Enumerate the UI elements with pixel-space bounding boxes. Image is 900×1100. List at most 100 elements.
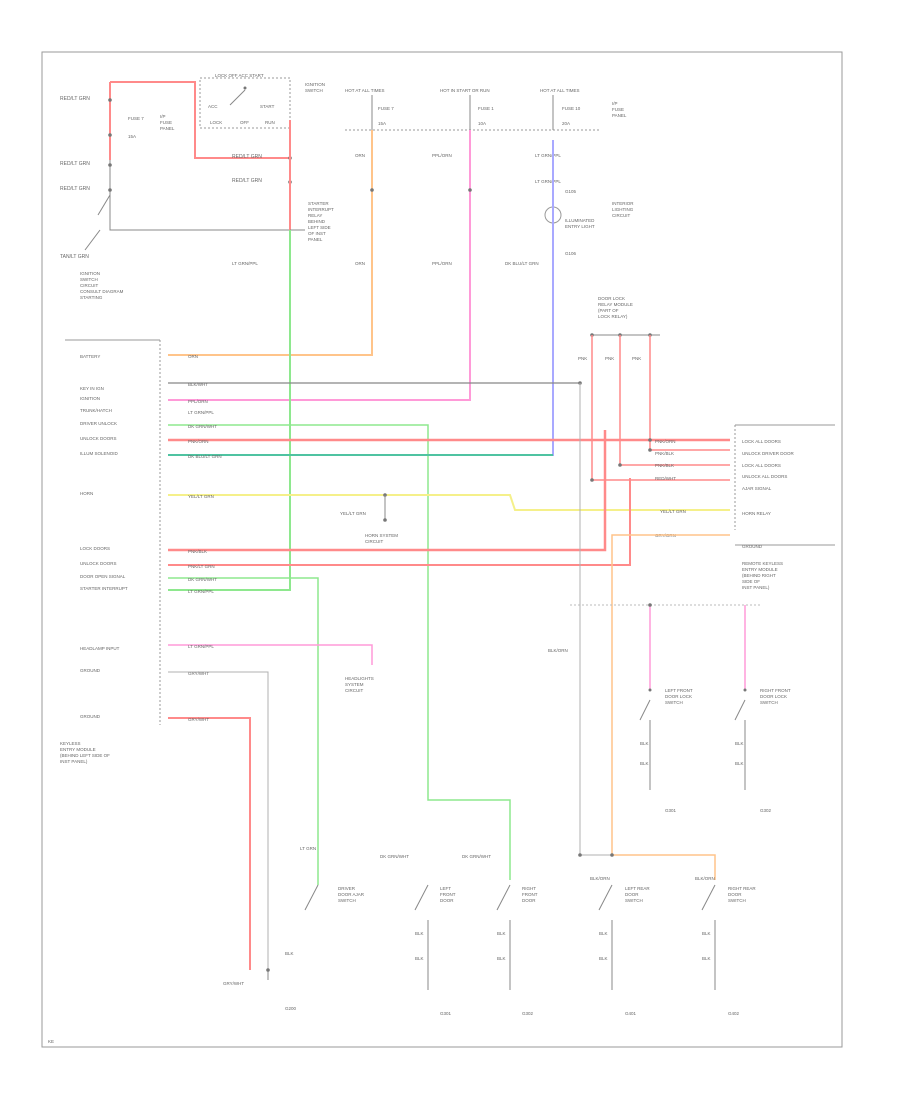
- ign-switch-text: START: [260, 104, 275, 109]
- wire-label: DK GRN/WHT: [188, 577, 217, 582]
- wire-label: BLK: [640, 761, 649, 766]
- diagram-frame: [41, 51, 843, 1048]
- pin-label: LOCK DOORS: [80, 546, 110, 551]
- note-text: REMOTE KEYLESS: [742, 561, 783, 566]
- wire-label: BLK: [735, 741, 744, 746]
- wire-label: LT GRN/PPL: [188, 589, 214, 594]
- wire-label: PPL/ORN: [432, 261, 452, 266]
- module-wire-labels: ORN BLK/WHT PPL/ORN LT GRN/PPL DK GRN/WH…: [188, 354, 222, 722]
- wire-label: GRY/WHT: [188, 671, 209, 676]
- note-text: RELAY: [308, 213, 322, 218]
- wire-label: PNK: [632, 356, 641, 361]
- switch-label: FRONT: [440, 892, 456, 897]
- wire-label: BLK: [640, 741, 649, 746]
- wire-label: G106: [565, 251, 577, 256]
- fuse-box-label: HOT AT ALL TIMES: [345, 88, 385, 93]
- note-text: I/P: [160, 114, 166, 119]
- note-text: ENTRY LIGHT: [565, 224, 595, 229]
- wire-label: PNK/BLK: [655, 451, 674, 456]
- wire-label: BLK: [599, 956, 608, 961]
- pin-label: UNLOCK DOORS: [80, 436, 117, 441]
- module-text: (BEHIND LEFT SIDE OF: [60, 753, 110, 758]
- note-text: SIDE OF: [742, 579, 760, 584]
- fuse-box-label: HOT AT ALL TIMES: [540, 88, 580, 93]
- wire-label: RED/LT GRN: [60, 96, 90, 102]
- wire-label: PNK/BLK: [655, 463, 674, 468]
- wire-label: BLK: [702, 956, 711, 961]
- right-switches: LEFT FRONT DOOR LOCK SWITCH RIGHT FRONT …: [570, 603, 791, 813]
- note-text: INST PANEL): [742, 585, 770, 590]
- note-text: PANEL: [160, 126, 175, 131]
- wire-red-lock: [168, 430, 607, 552]
- note-text: LIGHTING: [612, 207, 634, 212]
- switch-label: FRONT: [522, 892, 538, 897]
- bottom-switches: DRIVER DOOR AJAR SWITCH LEFT FRONT DOOR …: [223, 846, 756, 1016]
- wire-label: DK GRN/WHT: [380, 854, 409, 859]
- note-text: G302: [522, 1011, 534, 1016]
- switch-label: DOOR LOCK: [665, 694, 692, 699]
- wire-label: RED/LT GRN: [232, 178, 262, 184]
- starter-relay-note: STARTER INTERRUPT RELAY BEHIND LEFT SIDE…: [290, 201, 334, 242]
- switch-label: DOOR AJAR: [338, 892, 365, 897]
- wire-green: [168, 230, 291, 591]
- pin-label: ILLUM SOLENOID: [80, 451, 119, 456]
- fuse-text: FUSE 10: [562, 106, 581, 111]
- note-text: CONSULT DIAGRAM: [80, 289, 124, 294]
- note-text: INTERRUPT: [308, 207, 334, 212]
- note-text: CIRCUIT: [80, 283, 98, 288]
- switch-label: SWITCH: [728, 898, 746, 903]
- wire-label: PNK/ORN: [655, 439, 676, 444]
- switch-label: SWITCH: [760, 700, 778, 705]
- pin-label: TRUNK/HATCH: [80, 408, 112, 413]
- pin-label: STARTER INTERRUPT: [80, 586, 128, 591]
- switch-label: RIGHT FRONT: [760, 688, 791, 693]
- ign-switch-text: LOCK: [210, 120, 222, 125]
- pin-label: BATTERY: [80, 354, 100, 359]
- wire-label: YEL/LT GRN: [340, 511, 366, 516]
- wire-pink-headlamp: [168, 644, 373, 665]
- note-text: CIRCUIT: [365, 539, 383, 544]
- wire-label: DK BLU/LT GRN: [188, 454, 222, 459]
- pin-label: GROUND: [80, 668, 101, 673]
- wire-label: LT GRN/PPL: [535, 179, 561, 184]
- switch-label: SWITCH: [665, 700, 683, 705]
- wire-label: YEL/LT GRN: [188, 494, 214, 499]
- note-text: G402: [728, 1011, 740, 1016]
- note-text: I/P: [612, 101, 618, 106]
- wire-label: BLK: [599, 931, 608, 936]
- note-text: BEHIND: [308, 219, 326, 224]
- wire-label: G105: [565, 189, 577, 194]
- wire-label: PNK: [605, 356, 614, 361]
- wire-label: BLK: [285, 951, 294, 956]
- note-text: SWITCH: [80, 277, 98, 282]
- wire-label: BLK: [735, 761, 744, 766]
- note-text: HORN SYSTEM: [365, 533, 398, 538]
- wire-orange-ground: [611, 534, 730, 880]
- note-text: G200: [285, 1006, 297, 1011]
- note-text: HEADLIGHTS: [345, 676, 374, 681]
- wire-label: PNK/LT GRN: [188, 564, 215, 569]
- switch-label: DOOR: [625, 892, 639, 897]
- interior-lamp: LT GRN/PPL LT GRN/PPL G105 ILLUMINATED E…: [535, 153, 634, 256]
- wire-pink: [168, 130, 471, 401]
- wire-label: ORN: [355, 261, 365, 266]
- output-label: UNLOCK ALL DOORS: [742, 474, 787, 479]
- wire-label: ORN: [355, 153, 365, 158]
- note-text: LOCK RELAY): [598, 314, 628, 319]
- switch-label: DOOR: [440, 898, 454, 903]
- wire-label: BLK/WHT: [188, 382, 208, 387]
- wire-label: PNK/BLK: [188, 549, 207, 554]
- output-label: LOCK ALL DOORS: [742, 439, 781, 444]
- wire-label: BLK: [497, 956, 506, 961]
- wire-label: RED/LT GRN: [60, 186, 90, 192]
- note-text: IGNITION: [80, 271, 100, 276]
- wire-label: DK GRN/WHT: [462, 854, 491, 859]
- switch-label: LEFT: [440, 886, 451, 891]
- wire-red-unlock2: [168, 478, 631, 566]
- note-text: CIRCUIT: [612, 213, 630, 218]
- right-outputs: LOCK ALL DOORS UNLOCK DRIVER DOOR LOCK A…: [655, 439, 795, 590]
- top-fuses: HOT AT ALL TIMES HOT IN START OR RUN HOT…: [345, 88, 627, 131]
- note-text: INTERIOR: [612, 201, 634, 206]
- wire-label: LT GRN/PPL: [188, 410, 214, 415]
- module-text: INST PANEL): [60, 759, 88, 764]
